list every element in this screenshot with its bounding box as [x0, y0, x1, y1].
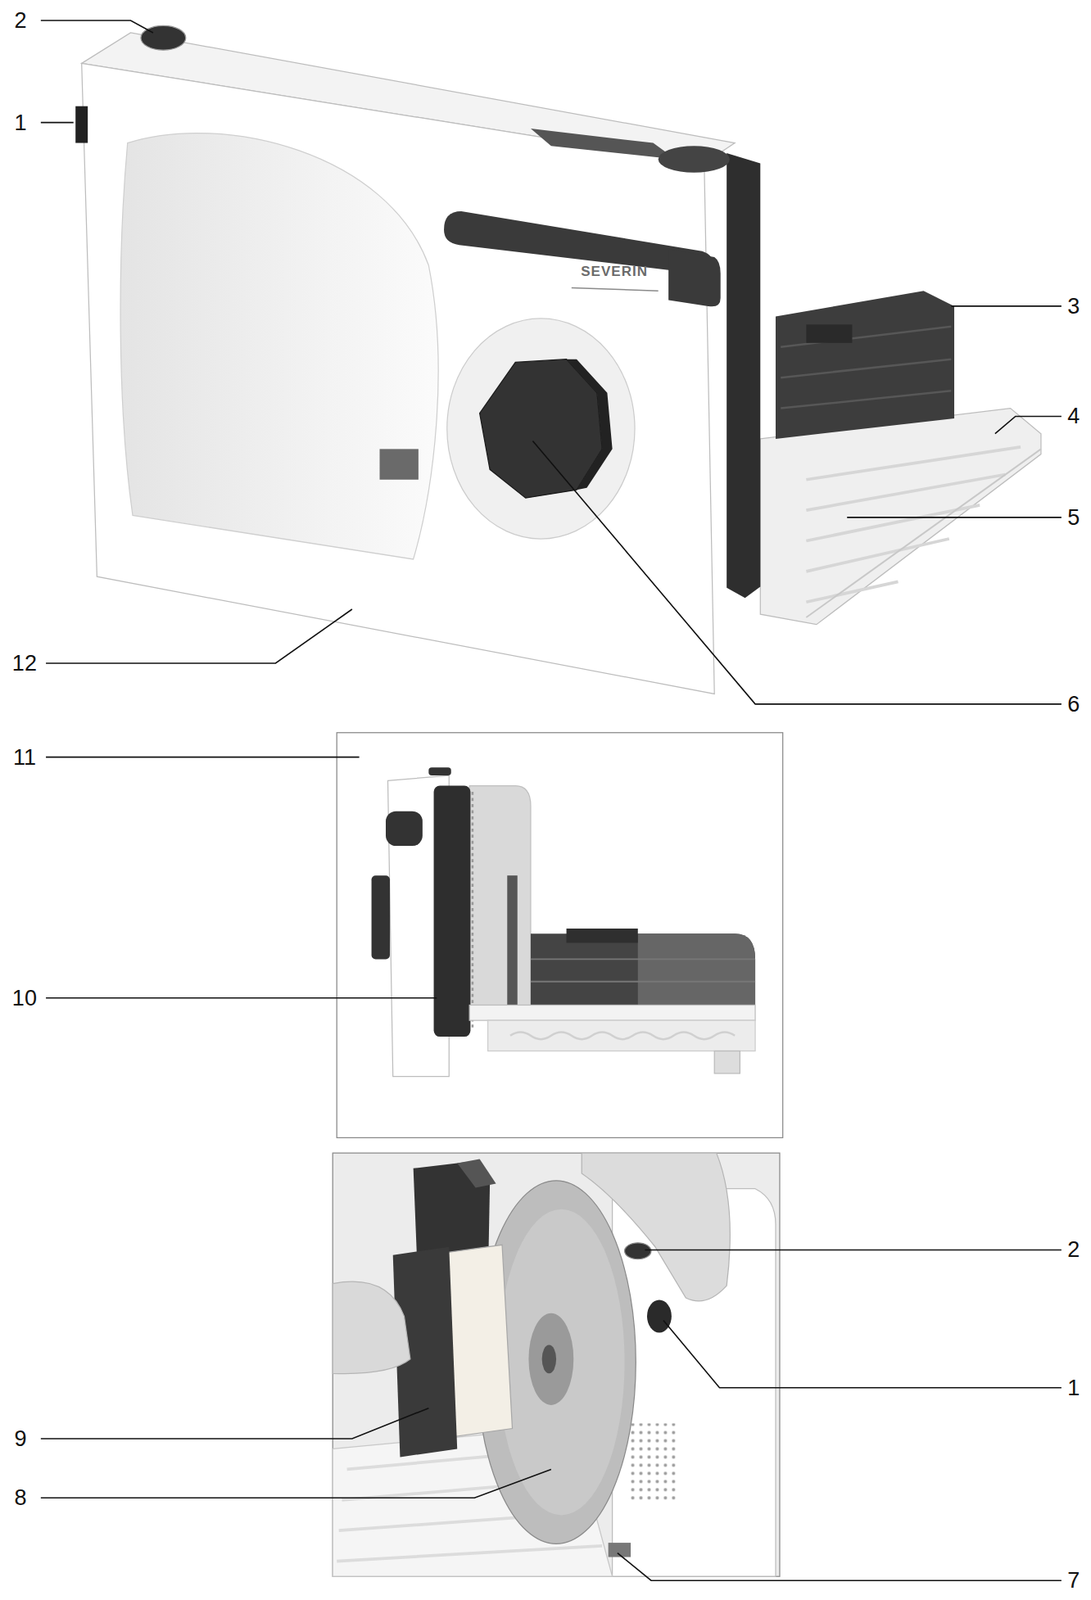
grip-bar-end — [668, 248, 721, 307]
carriage-end — [638, 933, 756, 1005]
brand-name: SEVERIN — [580, 264, 648, 279]
foot — [714, 1051, 740, 1074]
leader-line — [617, 1553, 1062, 1582]
safety-button — [428, 767, 451, 776]
knob-ring — [447, 318, 635, 539]
tray-ridges — [510, 1032, 735, 1040]
hand-right — [581, 1153, 730, 1302]
callout-number: 12 — [12, 651, 37, 675]
callout-number: 7 — [1067, 1570, 1080, 1593]
power-switch — [75, 106, 88, 144]
callout-number: 9 — [13, 1427, 27, 1450]
knob-side — [566, 359, 613, 490]
callout-number: 11 — [13, 746, 37, 769]
callout-number: 3 — [1067, 294, 1080, 317]
tray — [469, 1004, 756, 1021]
leader-line — [532, 440, 1061, 704]
leader-line — [40, 1408, 429, 1440]
callout-number: 10 — [12, 986, 37, 1010]
tray-ridges — [805, 447, 1021, 603]
slicer-in-use — [332, 1153, 780, 1577]
plate-rib — [507, 875, 517, 1010]
callout-number: 5 — [1067, 506, 1080, 529]
carriage-ridges — [530, 959, 756, 982]
callout-number: 4 — [1067, 405, 1080, 428]
blade-serration — [471, 792, 474, 1032]
blade-hub — [528, 1313, 574, 1406]
power-switch — [647, 1300, 672, 1334]
safety-button — [624, 1243, 652, 1260]
leader-line — [663, 1320, 1062, 1388]
carriage-grip — [805, 324, 852, 343]
blade-face — [497, 1209, 625, 1517]
leader-line — [950, 305, 1062, 308]
slicer-side-view — [336, 733, 784, 1139]
leader-lines — [40, 20, 1062, 1581]
leader-line — [40, 1469, 552, 1499]
brand-underline — [571, 287, 659, 291]
callout-number: 2 — [13, 9, 27, 32]
callout-number: 2 — [1067, 1239, 1080, 1262]
view-frame — [332, 1153, 780, 1577]
power-switch — [385, 811, 423, 847]
view-frame — [336, 733, 784, 1139]
leader-line — [40, 20, 154, 33]
housing-front — [81, 63, 716, 694]
callout-number: 1 — [13, 111, 27, 134]
hub-hole — [542, 1344, 557, 1374]
thickness-plate — [469, 786, 531, 1011]
callout-number: 1 — [1067, 1376, 1080, 1399]
callout-number: 8 — [13, 1487, 27, 1510]
blade-edge — [380, 448, 419, 480]
guard-top — [457, 1159, 496, 1189]
leader-line — [644, 1249, 1061, 1252]
carriage — [775, 290, 955, 440]
leader-line — [846, 516, 1062, 519]
tray-edge — [805, 448, 1042, 618]
blade-cover — [120, 133, 439, 560]
vent-grid — [626, 1423, 676, 1502]
leader-line — [40, 122, 74, 124]
guard-top — [658, 145, 730, 173]
leader-line — [45, 756, 360, 759]
carriage — [530, 933, 756, 1005]
slicer-perspective — [75, 25, 1042, 694]
leader-line — [45, 997, 437, 1000]
thickness-knob — [371, 875, 390, 960]
slice-tray — [760, 408, 1042, 625]
housing-strip — [530, 128, 676, 159]
thickness-knob — [479, 359, 603, 498]
leader-line — [995, 416, 1062, 434]
callout-number: 6 — [1067, 692, 1080, 716]
hand-left — [332, 1281, 411, 1374]
blade-guard — [434, 786, 471, 1038]
tray-base — [488, 1020, 756, 1051]
blade-guard — [726, 153, 761, 598]
leader-line — [45, 609, 353, 664]
carriage-grip — [566, 928, 639, 943]
